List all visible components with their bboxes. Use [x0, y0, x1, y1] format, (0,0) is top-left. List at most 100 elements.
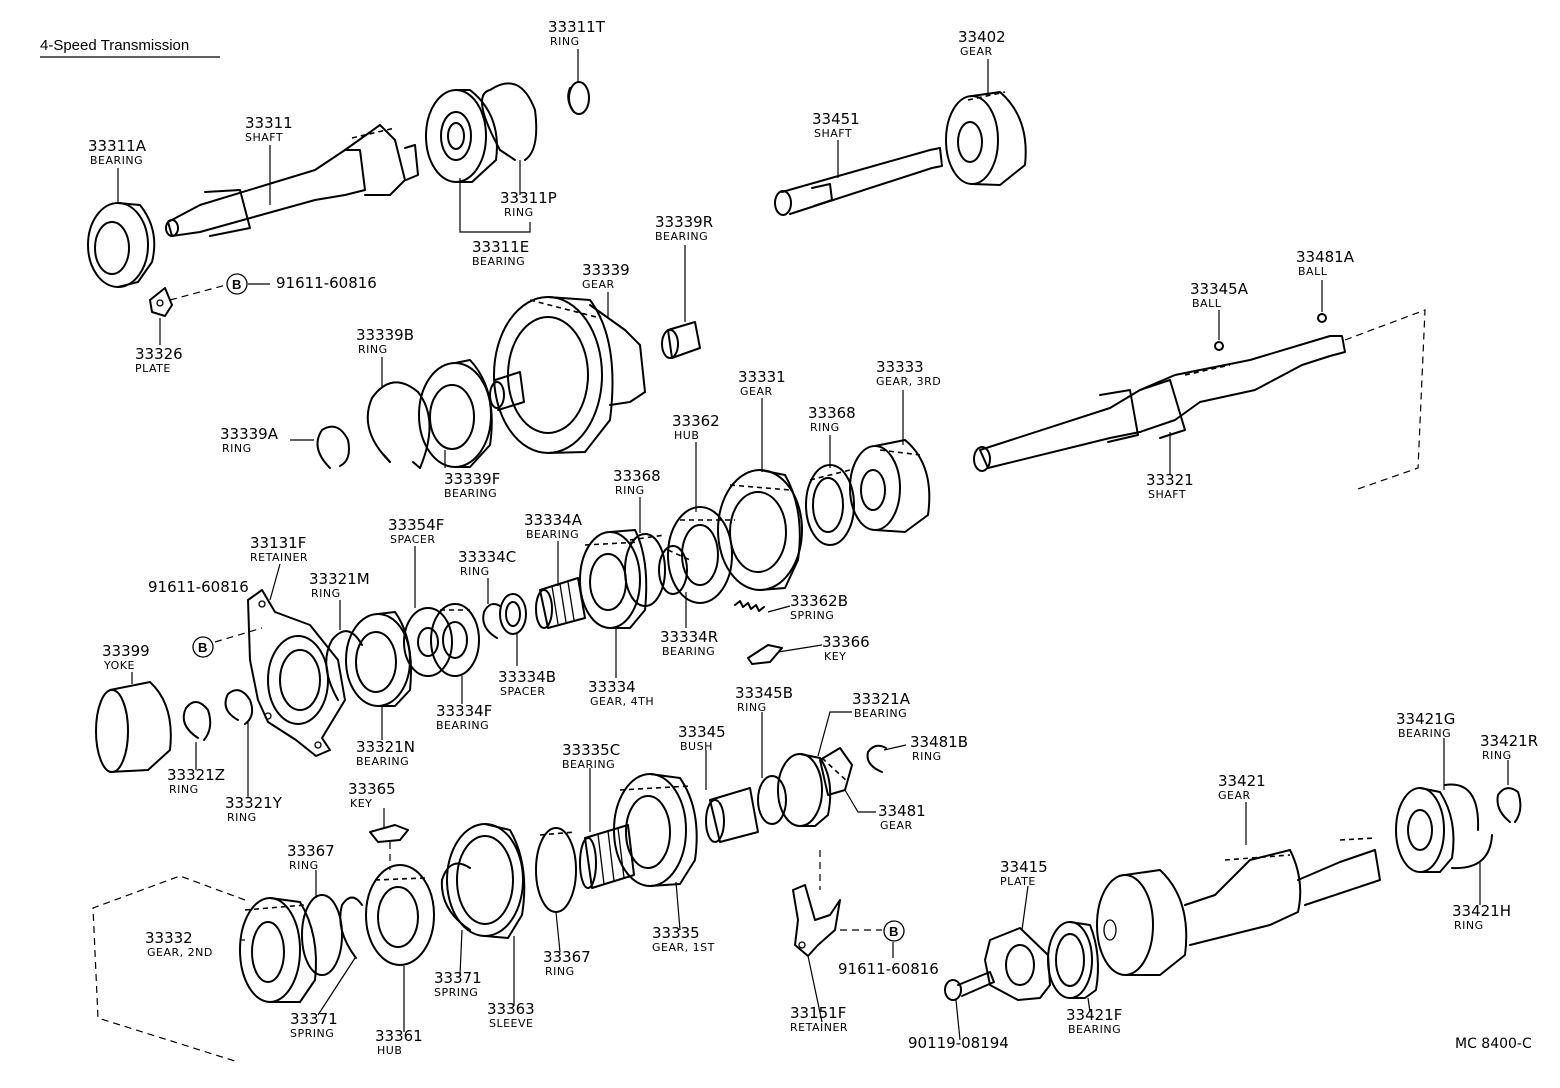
- svg-text:33335C: 33335C: [562, 741, 620, 759]
- svg-text:RING: RING: [1454, 919, 1484, 932]
- svg-text:SHAFT: SHAFT: [814, 127, 852, 140]
- shaft-33451-drawing: [774, 147, 943, 216]
- bearing-33334f-drawing: [430, 603, 480, 677]
- svg-text:RING: RING: [912, 750, 942, 763]
- svg-text:33334R: 33334R: [660, 628, 718, 646]
- svg-text:BEARING: BEARING: [436, 719, 489, 732]
- bearing-33321a-drawing: [777, 753, 832, 827]
- shaft-33321-drawing: [973, 309, 1426, 491]
- bearing-33321n-drawing: [345, 611, 412, 707]
- svg-text:RING: RING: [1482, 749, 1512, 762]
- svg-text:PLATE: PLATE: [135, 362, 171, 375]
- svg-text:33334C: 33334C: [458, 548, 516, 566]
- retainer-33131f-drawing: [247, 589, 346, 757]
- svg-text:SHAFT: SHAFT: [1148, 488, 1186, 501]
- svg-text:RING: RING: [460, 565, 490, 578]
- svg-text:GEAR, 2ND: GEAR, 2ND: [147, 946, 213, 959]
- svg-text:BEARING: BEARING: [356, 755, 409, 768]
- svg-text:SPRING: SPRING: [434, 986, 478, 999]
- bush-33345-drawing: [705, 787, 759, 843]
- bearing-33334a-drawing: [535, 577, 586, 629]
- svg-text:33421G: 33421G: [1396, 710, 1455, 728]
- svg-text:RING: RING: [810, 421, 840, 434]
- svg-text:33345B: 33345B: [735, 684, 793, 702]
- svg-text:BALL: BALL: [1298, 265, 1328, 278]
- svg-text:SPACER: SPACER: [500, 685, 546, 698]
- svg-text:SLEEVE: SLEEVE: [489, 1017, 534, 1030]
- ring-33339a-drawing: [316, 425, 350, 469]
- svg-text:BUSH: BUSH: [680, 740, 713, 753]
- svg-text:SPRING: SPRING: [790, 609, 834, 622]
- svg-text:33345A: 33345A: [1190, 280, 1249, 298]
- svg-text:33402: 33402: [958, 28, 1006, 46]
- svg-text:RING: RING: [289, 859, 319, 872]
- svg-text:SPACER: SPACER: [390, 533, 436, 546]
- svg-text:HUB: HUB: [377, 1044, 402, 1057]
- alignment-line-33326: [169, 284, 227, 301]
- svg-text:33363: 33363: [487, 1000, 535, 1018]
- plate-33326-drawing: [149, 287, 173, 317]
- svg-text:BEARING: BEARING: [526, 528, 579, 541]
- ring-33481b-drawing: [866, 744, 887, 773]
- svg-text:33368: 33368: [613, 467, 661, 485]
- bearing-33311e-drawing: [425, 82, 538, 183]
- hub-33362-drawing: [667, 506, 735, 604]
- svg-text:33421F: 33421F: [1066, 1006, 1122, 1024]
- ring-33367-right-drawing: [535, 827, 577, 913]
- svg-text:GEAR: GEAR: [582, 278, 615, 291]
- b-symbol-1: B: [226, 273, 248, 295]
- svg-text:33362: 33362: [672, 412, 720, 430]
- svg-text:BEARING: BEARING: [662, 645, 715, 658]
- svg-text:GEAR, 3RD: GEAR, 3RD: [876, 375, 941, 388]
- plate-33415-drawing: [984, 927, 1051, 1001]
- svg-text:BEARING: BEARING: [1398, 727, 1451, 740]
- svg-text:33311E: 33311E: [472, 238, 529, 256]
- svg-text:HUB: HUB: [674, 429, 699, 442]
- footer-code: MC 8400-C: [1455, 1036, 1532, 1052]
- svg-text:BEARING: BEARING: [854, 707, 907, 720]
- svg-text:KEY: KEY: [824, 650, 846, 663]
- svg-text:RING: RING: [311, 587, 341, 600]
- svg-text:BEARING: BEARING: [90, 154, 143, 167]
- bearing-33311a-drawing: [87, 202, 156, 288]
- spring-33371-lower-drawing: [339, 896, 363, 959]
- svg-text:33354F: 33354F: [388, 516, 444, 534]
- svg-text:33451: 33451: [812, 110, 860, 128]
- svg-text:33421H: 33421H: [1452, 902, 1511, 920]
- svg-text:33311T: 33311T: [548, 18, 606, 36]
- svg-text:33365: 33365: [348, 780, 396, 798]
- svg-text:RETAINER: RETAINER: [250, 551, 308, 564]
- svg-text:33334F: 33334F: [436, 702, 492, 720]
- bearing-33421g-drawing: [1395, 783, 1493, 873]
- svg-text:33481B: 33481B: [910, 733, 968, 751]
- svg-text:GEAR: GEAR: [960, 45, 993, 58]
- svg-text:33361: 33361: [375, 1027, 423, 1045]
- svg-text:33368: 33368: [808, 404, 856, 422]
- gear-33402-drawing: [945, 91, 1027, 186]
- ball-33345a-drawing: [1214, 341, 1224, 351]
- svg-text:RING: RING: [227, 811, 257, 824]
- svg-text:91611-60816: 91611-60816: [148, 578, 249, 596]
- callout-91611-60816-bottom: 91611-60816: [838, 960, 939, 978]
- svg-text:33131F: 33131F: [250, 534, 306, 552]
- svg-text:B: B: [889, 924, 898, 939]
